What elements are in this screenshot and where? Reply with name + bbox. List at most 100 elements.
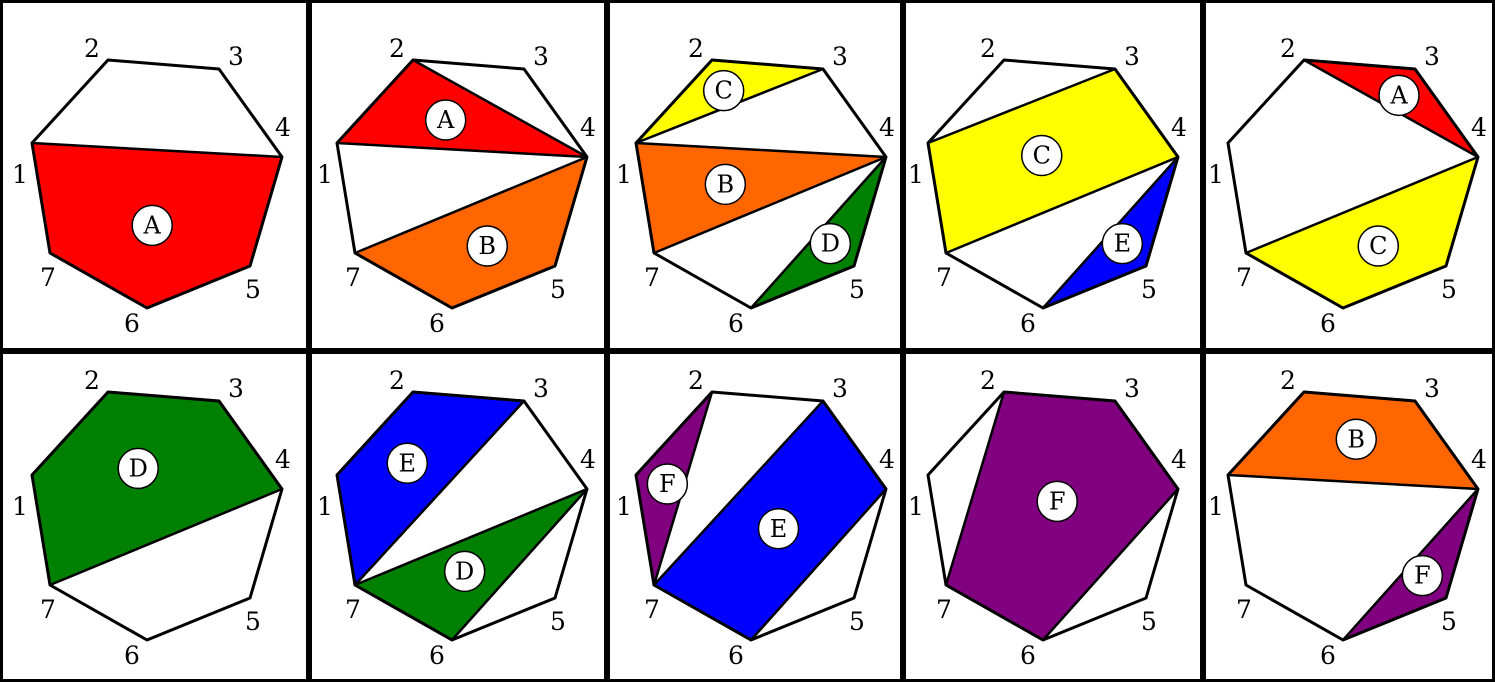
region-badge: E bbox=[757, 508, 800, 550]
region-label: C bbox=[1033, 142, 1051, 170]
vertex-label-5: 5 bbox=[550, 275, 566, 304]
vertex-label-4: 4 bbox=[580, 445, 596, 474]
vertex-label-1: 1 bbox=[616, 492, 632, 521]
region-badge: A bbox=[424, 99, 467, 141]
region-label: A bbox=[143, 211, 162, 239]
badge-circle bbox=[1401, 554, 1444, 597]
region-label: F bbox=[1049, 487, 1066, 515]
vertex-label-1: 1 bbox=[908, 492, 924, 521]
region-label: B bbox=[478, 232, 496, 260]
vertex-label-4: 4 bbox=[879, 113, 895, 142]
vertex-label-3: 3 bbox=[228, 374, 244, 403]
region-badge: B bbox=[704, 163, 747, 206]
heptagon-outline bbox=[634, 58, 888, 310]
vertex-label-4: 4 bbox=[1471, 445, 1487, 474]
vertex-label-6: 6 bbox=[124, 309, 140, 338]
badge-circle bbox=[1378, 74, 1420, 117]
vertex-label-3: 3 bbox=[832, 374, 848, 403]
vertex-label-5: 5 bbox=[245, 607, 261, 636]
badge-circle bbox=[1357, 225, 1399, 267]
badge-circle bbox=[1036, 480, 1078, 523]
vertex-label-1: 1 bbox=[12, 160, 28, 189]
badge-circle bbox=[386, 442, 428, 484]
vertex-label-4: 4 bbox=[275, 113, 291, 142]
panel-border bbox=[903, 351, 1203, 682]
heptagon-outline bbox=[1226, 58, 1480, 310]
heptagon-outline bbox=[30, 58, 284, 310]
vertex-label-3: 3 bbox=[1124, 374, 1140, 403]
region-badge: B bbox=[1335, 418, 1377, 460]
region-label: C bbox=[714, 77, 732, 105]
badge-circle bbox=[117, 447, 159, 490]
region-label: E bbox=[398, 449, 416, 477]
vertex-label-5: 5 bbox=[1441, 275, 1457, 304]
vertex-label-3: 3 bbox=[533, 374, 549, 403]
vertex-label-7: 7 bbox=[345, 595, 361, 624]
vertex-label-2: 2 bbox=[84, 34, 100, 63]
panel-border bbox=[309, 351, 607, 682]
vertex-label-3: 3 bbox=[1424, 374, 1440, 403]
panel-border bbox=[0, 351, 309, 682]
region-label: B bbox=[1347, 425, 1365, 453]
vertex-label-2: 2 bbox=[1280, 34, 1296, 63]
vertex-label-6: 6 bbox=[429, 309, 445, 338]
badge-circle bbox=[131, 204, 173, 247]
vertex-label-3: 3 bbox=[832, 42, 848, 71]
vertex-label-4: 4 bbox=[580, 113, 596, 142]
vertex-label-3: 3 bbox=[533, 42, 549, 71]
vertex-label-6: 6 bbox=[1020, 309, 1036, 338]
badge-circle bbox=[424, 99, 467, 141]
region-badge: E bbox=[386, 442, 428, 484]
vertex-label-2: 2 bbox=[688, 34, 704, 63]
vertex-label-6: 6 bbox=[1020, 641, 1036, 670]
panel-border bbox=[1203, 0, 1495, 351]
region-label: E bbox=[1114, 230, 1132, 258]
vertex-label-2: 2 bbox=[688, 366, 704, 395]
vertex-label-1: 1 bbox=[317, 160, 333, 189]
vertex-label-7: 7 bbox=[345, 263, 361, 292]
region-badge: F bbox=[646, 463, 689, 505]
vertex-label-7: 7 bbox=[936, 263, 952, 292]
panel-border bbox=[607, 0, 903, 351]
vertex-label-3: 3 bbox=[1424, 42, 1440, 71]
region-badge: B bbox=[466, 225, 508, 267]
region-label: D bbox=[821, 230, 840, 258]
heptagon-outline bbox=[634, 390, 888, 642]
heptagon-outline bbox=[335, 58, 589, 310]
region-badge: F bbox=[1036, 480, 1078, 523]
vertex-label-2: 2 bbox=[84, 366, 100, 395]
region-badge: D bbox=[443, 550, 486, 593]
region-badge: A bbox=[1378, 74, 1420, 117]
vertex-label-7: 7 bbox=[644, 263, 660, 292]
vertex-label-4: 4 bbox=[1171, 445, 1187, 474]
region-badge: D bbox=[809, 222, 852, 265]
region-d bbox=[30, 390, 284, 587]
badge-circle bbox=[702, 69, 745, 112]
region-badge: A bbox=[131, 204, 173, 247]
vertex-label-7: 7 bbox=[1236, 595, 1252, 624]
vertex-label-6: 6 bbox=[728, 641, 744, 670]
vertex-label-6: 6 bbox=[728, 309, 744, 338]
vertex-label-1: 1 bbox=[908, 160, 924, 189]
region-label: A bbox=[1389, 81, 1408, 109]
vertex-label-6: 6 bbox=[1320, 641, 1336, 670]
heptagon-outline bbox=[1226, 390, 1480, 642]
badge-circle bbox=[757, 508, 800, 550]
vertex-label-4: 4 bbox=[275, 445, 291, 474]
vertex-label-2: 2 bbox=[1280, 366, 1296, 395]
heptagon-outline bbox=[926, 58, 1180, 310]
badge-circle bbox=[704, 163, 747, 206]
vertex-label-5: 5 bbox=[1141, 607, 1157, 636]
vertex-label-2: 2 bbox=[980, 366, 996, 395]
badge-circle bbox=[1101, 222, 1144, 265]
region-label: F bbox=[1414, 562, 1431, 590]
vertex-label-6: 6 bbox=[124, 641, 140, 670]
badge-circle bbox=[1335, 418, 1377, 460]
